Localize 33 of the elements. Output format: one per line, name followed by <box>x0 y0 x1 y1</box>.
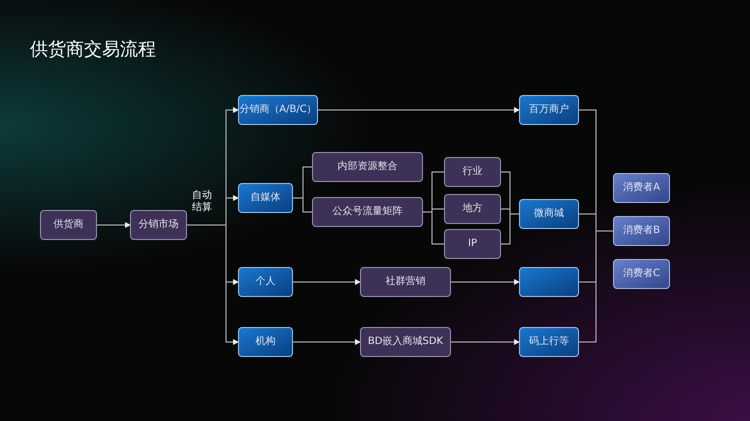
connector <box>96 222 131 228</box>
process-box: 地方 <box>444 194 501 224</box>
process-box: 微商城 <box>519 199 579 229</box>
process-box: 消费者B <box>613 216 670 246</box>
process-box: 行业 <box>444 157 501 187</box>
annotation-text: 自动结算 <box>192 190 213 214</box>
process-box: 消费者A <box>613 173 670 203</box>
process-box: 百万商户 <box>519 95 579 125</box>
process-box: 自媒体 <box>238 183 293 213</box>
connector <box>500 214 520 244</box>
process-box <box>519 267 579 297</box>
connector <box>450 279 520 285</box>
connector <box>450 339 520 345</box>
process-box: 分销商（A/B/C） <box>238 95 318 125</box>
connector <box>292 279 361 285</box>
process-box: 个人 <box>238 267 293 297</box>
process-box: 机构 <box>238 327 293 357</box>
connector <box>186 224 239 345</box>
connector <box>318 107 520 113</box>
process-box: 分销市场 <box>130 210 187 240</box>
connector <box>292 339 361 345</box>
process-box: 供货商 <box>40 210 97 240</box>
process-box: 公众号流量矩阵 <box>312 197 423 227</box>
process-box: 码上行等 <box>519 327 579 357</box>
connector <box>292 198 312 212</box>
process-box: 内部资源整合 <box>312 152 423 182</box>
connector <box>578 230 614 342</box>
title: 供货商交易流程 <box>30 38 156 62</box>
process-box: 消费者C <box>613 259 670 289</box>
process-box: 社群营销 <box>360 267 451 297</box>
process-box: BD嵌入商城SDK <box>360 327 451 357</box>
process-box: IP <box>444 229 501 259</box>
connector <box>422 212 444 244</box>
